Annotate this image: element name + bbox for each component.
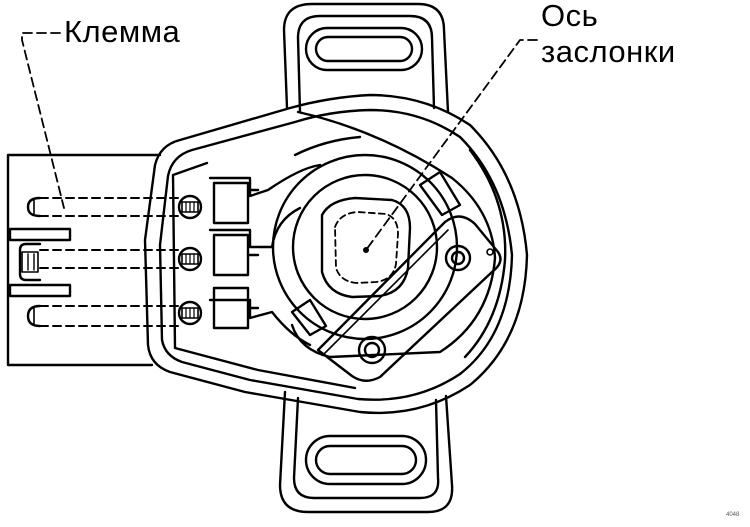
bottom-mounting-ear <box>278 390 454 514</box>
shaft-center-dot <box>363 247 369 253</box>
connector-housing <box>6 153 162 367</box>
rotor <box>271 110 497 359</box>
shaft-label-line2: заслонки <box>541 34 676 69</box>
terminal-leads <box>39 197 181 327</box>
top-mounting-ear <box>282 2 450 114</box>
terminal-label: Клемма <box>64 14 181 49</box>
resistor-tracks <box>208 163 462 347</box>
throttle-shaft-socket <box>320 196 412 299</box>
figure-code: 4048 <box>726 512 740 518</box>
sensor-body <box>143 93 529 415</box>
leader-lines <box>21 32 538 251</box>
cover-plate <box>316 215 502 382</box>
shaft-label-line1: Ось <box>541 0 599 33</box>
terminal-screws <box>177 194 203 326</box>
